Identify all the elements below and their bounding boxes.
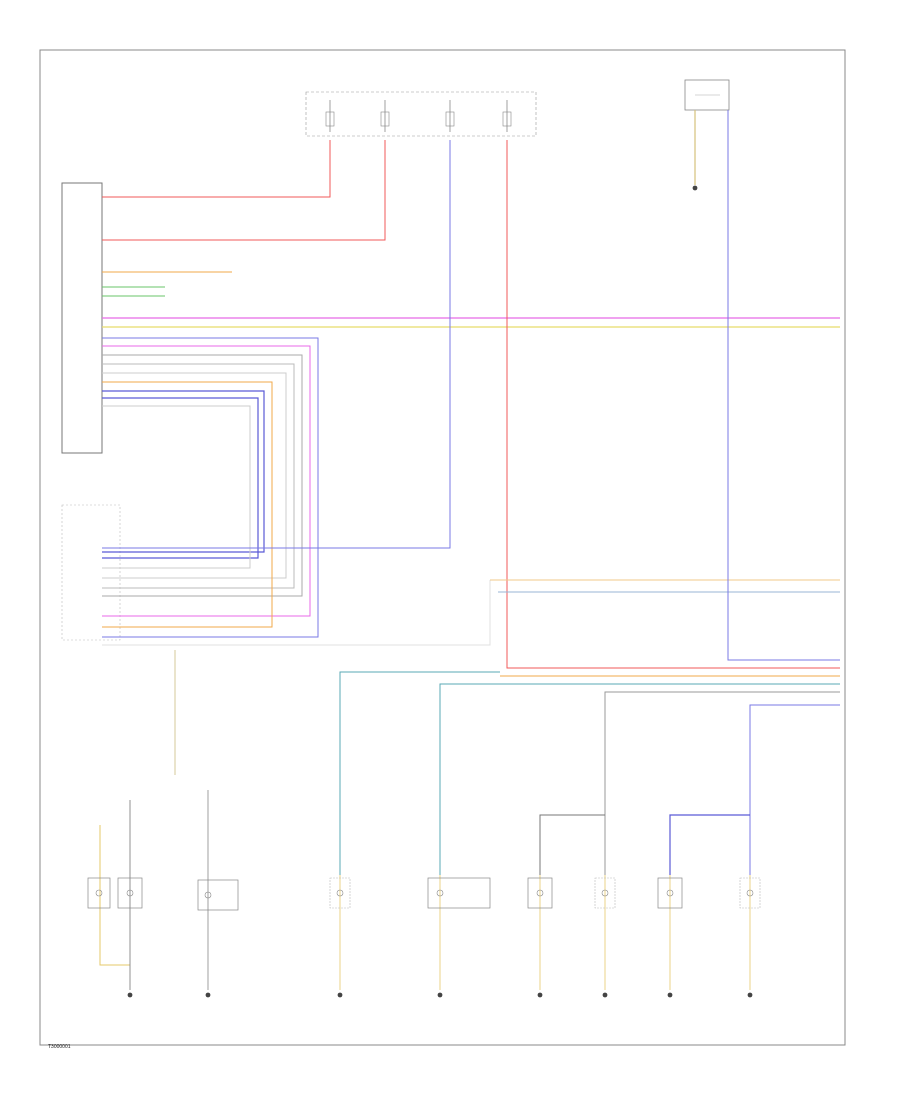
lamp-8 <box>739 875 761 990</box>
ground-terminals <box>127 185 753 998</box>
wire-gray-bundle-4 <box>102 405 251 569</box>
connector-module-lower <box>61 504 121 641</box>
wire-gray-bundle-3 <box>102 372 287 579</box>
wire-red-1 <box>102 140 331 198</box>
wire-teal-2 <box>439 683 840 875</box>
connector-module-upper <box>61 182 103 454</box>
wire-blue-bundle-3 <box>102 397 259 559</box>
lamp-6 <box>594 875 616 990</box>
lamp-group-left <box>87 800 143 990</box>
relay-box-top-right <box>684 79 730 111</box>
lamp-7 <box>657 875 683 990</box>
wire-red-2 <box>102 140 386 241</box>
wire-blue-right <box>749 704 840 875</box>
wire-gray-bundle-1 <box>102 354 303 597</box>
lamp-4 <box>427 875 491 990</box>
wire-orange-bundle <box>102 381 273 628</box>
wire-violet-bundle <box>102 345 311 617</box>
wire-blue-branch <box>669 814 750 875</box>
fuse-3 <box>445 100 455 132</box>
wire-gray-bundle-2 <box>102 363 295 589</box>
wire-relay-blue <box>727 110 840 661</box>
diagram-frame <box>39 49 846 1046</box>
wire-teal-1 <box>339 671 500 875</box>
lamp-5 <box>527 875 553 990</box>
wire-gray-branch <box>539 814 605 875</box>
wire-gray-right <box>604 691 840 875</box>
lamp-group-2 <box>197 790 239 990</box>
fuse-4 <box>502 100 512 132</box>
fuse-box-top <box>305 91 537 137</box>
fuse-1 <box>325 100 335 132</box>
wire-beige-right <box>102 580 491 646</box>
wire-blue-fuse3 <box>102 140 451 549</box>
fuse-2 <box>380 100 390 132</box>
wire-blue-bundle-2 <box>102 390 265 553</box>
wire-red-fuse4 <box>506 140 840 669</box>
wire-blue-bundle-1 <box>102 337 319 638</box>
lamp-3 <box>329 875 351 990</box>
footer-code: T3000001 <box>48 1044 71 1050</box>
